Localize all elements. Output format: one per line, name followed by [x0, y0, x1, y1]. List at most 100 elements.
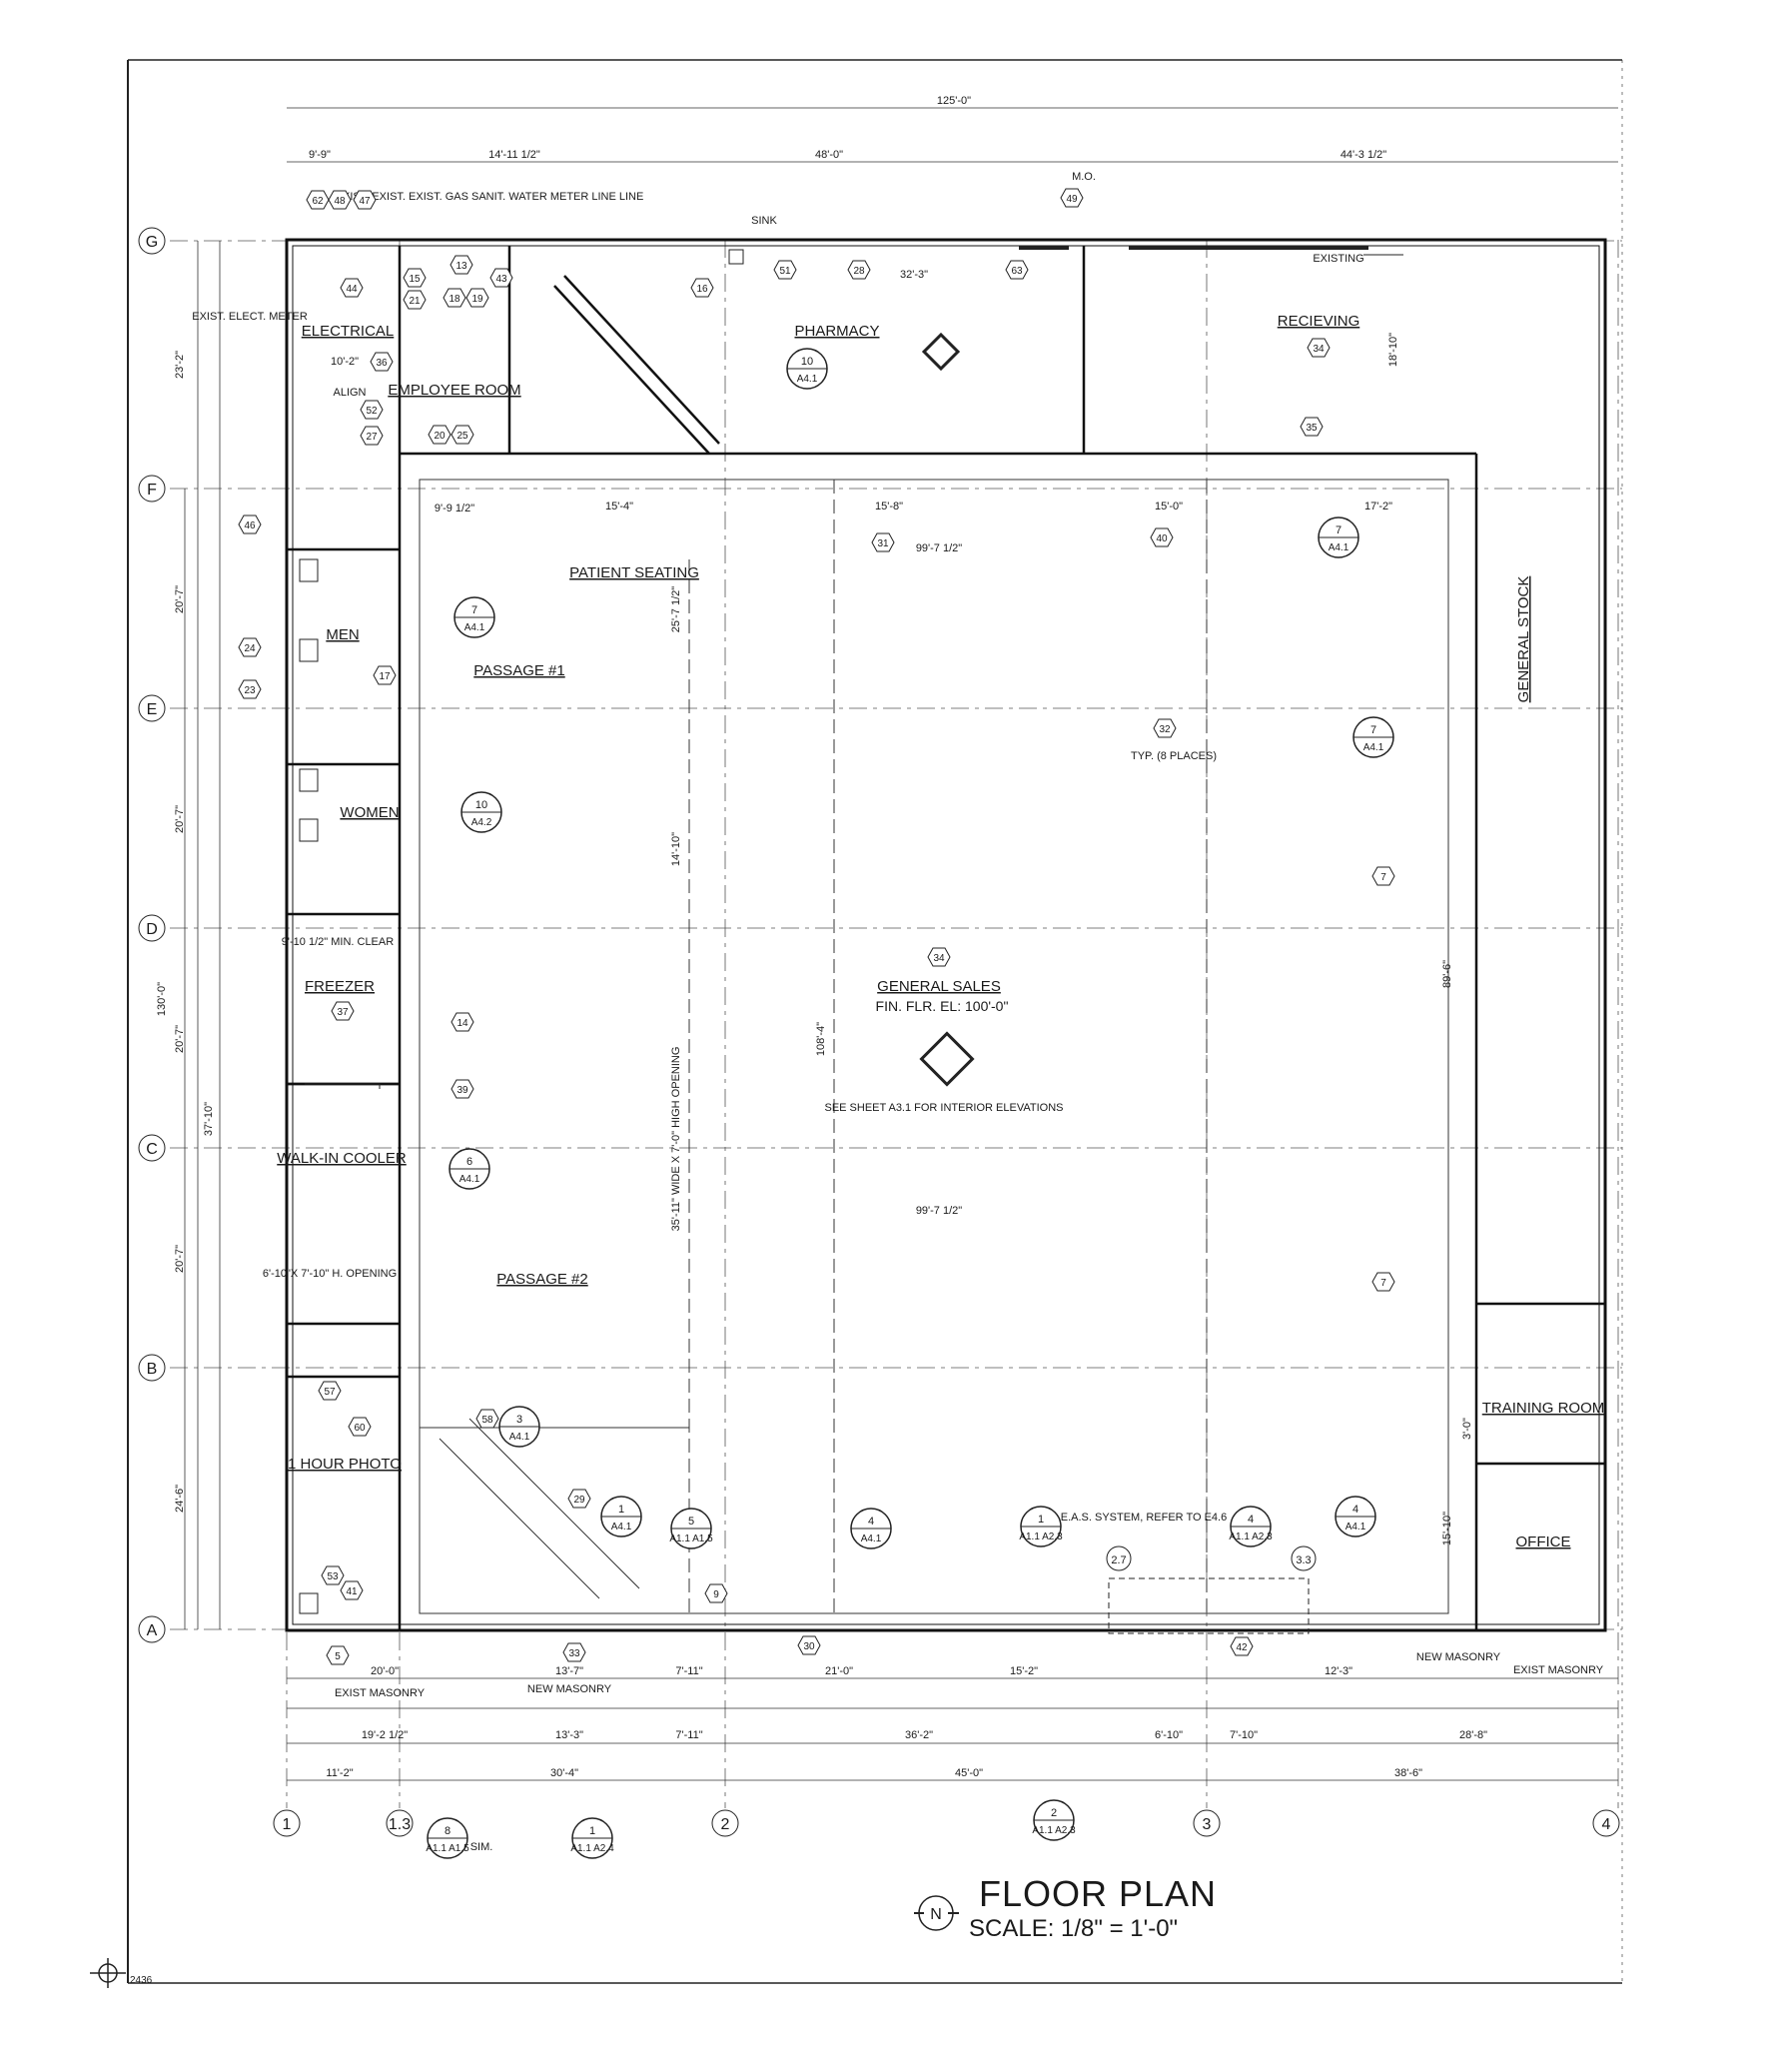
dim-depth-r: 89'-6" [1441, 960, 1453, 988]
keynote-tag: 62 [306, 190, 330, 210]
svg-text:A4.1: A4.1 [1345, 1522, 1366, 1533]
room-label-training: TRAINING ROOM [1482, 1400, 1605, 1417]
svg-text:53: 53 [327, 1571, 339, 1582]
svg-text:A4.1: A4.1 [459, 1174, 480, 1185]
dim-left-3: 20'-7" [174, 805, 186, 833]
room-label-pharmacy: PHARMACY [794, 323, 879, 340]
svg-text:49: 49 [1066, 194, 1078, 205]
svg-text:1: 1 [618, 1504, 624, 1516]
keynote-tag: 58 [475, 1409, 499, 1429]
svg-text:A4.2: A4.2 [471, 817, 492, 828]
svg-text:19: 19 [471, 294, 483, 305]
dim-bot-c: 45'-0" [955, 1767, 983, 1779]
keynote-tag: 29 [567, 1489, 591, 1509]
dim-pass-d: 14'-10" [670, 832, 682, 866]
note-exist-lines: EXIST. EXIST. EXIST. GAS SANIT. WATER ME… [336, 191, 644, 203]
svg-text:52: 52 [366, 406, 378, 417]
svg-text:A4.1: A4.1 [1363, 742, 1384, 753]
svg-text:7: 7 [1380, 1278, 1386, 1289]
svg-text:4: 4 [1602, 1816, 1611, 1833]
dim-high-opening: 35'-11" WIDE X 7'-0" HIGH OPENING [670, 1047, 682, 1232]
svg-text:A: A [147, 1622, 158, 1639]
dim-row2-a: 20'-0" [371, 1665, 399, 1677]
keynote-tag: 17 [373, 665, 397, 685]
keynote-tag: 60 [348, 1417, 372, 1437]
keynote-tag: 23 [238, 679, 262, 699]
room-label-cooler: WALK-IN COOLER [277, 1150, 407, 1167]
grid-bubble-E [138, 694, 166, 722]
drawing-scale: SCALE: 1/8" = 1'-0" [969, 1915, 1178, 1942]
dim-pharm-w: 32'-3" [900, 269, 928, 281]
svg-text:10: 10 [475, 799, 487, 811]
svg-text:13: 13 [455, 261, 467, 272]
dim-left-7: 37'-10" [203, 1102, 215, 1136]
keynote-tag: 48 [328, 190, 352, 210]
exterior-walls [285, 238, 1607, 1632]
grid-bubble-2 [711, 1809, 739, 1837]
keynote-tag: 41 [340, 1580, 364, 1600]
dimension-lines [184, 107, 1618, 1781]
svg-text:29: 29 [573, 1495, 585, 1506]
svg-text:E: E [147, 701, 158, 718]
dim-left-1: 23'-2" [174, 351, 186, 379]
svg-text:A4.1: A4.1 [797, 374, 818, 385]
svg-text:41: 41 [346, 1586, 358, 1597]
dimension-texts: 125'-0" 48'-0" 44'-3 1/2" 9'-9" 14'-11 1… [156, 95, 1487, 1779]
grid-lines [170, 240, 1622, 1808]
grid-bubbles-rows: G F E D C B A [138, 227, 166, 1643]
keynote-tag: 9 [704, 1583, 728, 1603]
dim-row2-e: 15'-2" [1010, 1665, 1038, 1677]
keynote-tags: 62 48 47 44 52 27 46 24 23 15 21 18 19 1… [238, 188, 1395, 1665]
dim-bot-a: 11'-2" [326, 1767, 353, 1779]
keynote-tag: 46 [238, 514, 262, 534]
svg-text:A1.1 A2.3: A1.1 A2.3 [1019, 1532, 1063, 1542]
grid-bubble-A [138, 1615, 166, 1643]
note-exist-meter: EXIST. ELECT. METER [192, 311, 308, 323]
keynote-tag: 37 [331, 1001, 355, 1021]
svg-text:8: 8 [445, 1825, 450, 1837]
dim-row3-c: 7'-11" [675, 1729, 702, 1741]
svg-text:51: 51 [779, 266, 791, 277]
dim-left-2: 20'-7" [174, 585, 186, 613]
note-see-sheet: SEE SHEET A3.1 FOR INTERIOR ELEVATIONS [824, 1102, 1063, 1114]
dim-row2-b: 13'-7" [555, 1665, 583, 1677]
keynote-tag: 32 [1153, 718, 1177, 738]
dim-left-5: 20'-7" [174, 1245, 186, 1273]
svg-text:18: 18 [448, 294, 460, 305]
keynote-tag: 40 [1150, 527, 1174, 547]
keynote-tag: 14 [450, 1012, 474, 1032]
dim-recv-d: 18'-10" [1387, 333, 1399, 367]
svg-text:2: 2 [721, 1816, 730, 1833]
svg-text:14: 14 [456, 1018, 468, 1029]
svg-text:34: 34 [933, 953, 945, 964]
dim-seat-d: 25'-7 1/2" [670, 586, 682, 632]
svg-text:20: 20 [434, 431, 446, 442]
svg-text:3.3: 3.3 [1296, 1554, 1311, 1566]
room-label-men: MEN [326, 626, 359, 643]
keynote-tag: 34 [1307, 338, 1331, 358]
dim-left-6: 24'-6" [174, 1485, 186, 1513]
keynote-tag: 42 [1230, 1636, 1254, 1656]
svg-text:10: 10 [801, 356, 813, 368]
keynote-tag: 16 [690, 278, 714, 298]
svg-text:15: 15 [409, 274, 421, 285]
keynote-tag: 15 [403, 268, 427, 288]
svg-text:A1.1 A1.5: A1.1 A1.5 [669, 1534, 713, 1544]
keynote-tag: 34 [927, 947, 951, 967]
keynote-tag: 43 [489, 268, 513, 288]
svg-text:33: 33 [568, 1648, 580, 1659]
keynote-tag: 28 [847, 260, 871, 280]
svg-text:46: 46 [244, 520, 256, 531]
grid-bubble-3-3 [1291, 1545, 1317, 1571]
drawing-title: FLOOR PLAN [979, 1873, 1217, 1914]
room-label-office: OFFICE [1516, 1534, 1571, 1550]
svg-text:A4.1: A4.1 [1329, 542, 1349, 553]
room-labels: ELECTRICAL EMPLOYEE ROOM PHARMACY RECIEV… [277, 313, 1604, 1550]
svg-text:7: 7 [1370, 724, 1376, 736]
keynote-tag: 30 [797, 1635, 821, 1655]
svg-text:D: D [146, 921, 158, 938]
note-opening: 6'-10"X 7'-10" H. OPENING [263, 1268, 397, 1280]
svg-text:37: 37 [337, 1007, 349, 1018]
room-label-general-stock: GENERAL STOCK [1515, 576, 1532, 703]
svg-text:57: 57 [324, 1387, 336, 1398]
